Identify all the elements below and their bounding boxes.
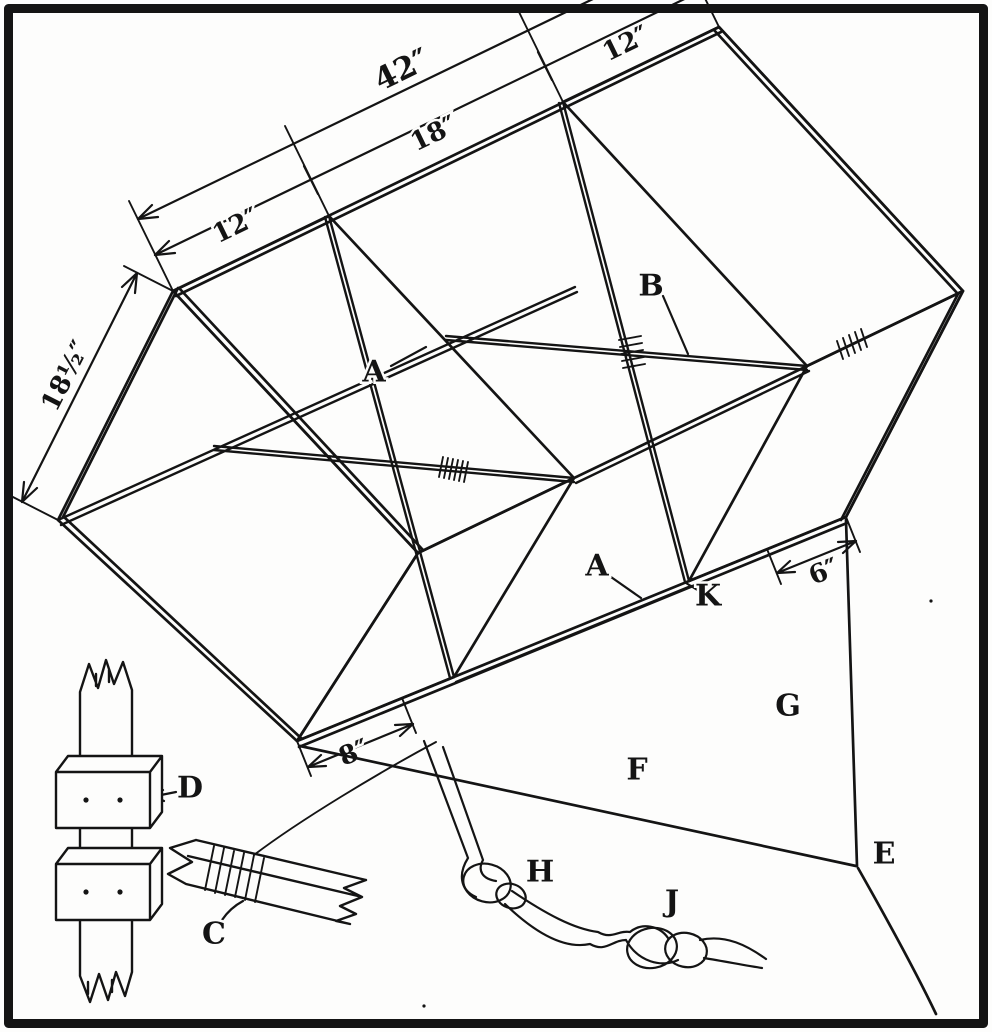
- dimension-lines: [20, 0, 858, 769]
- whipping-free-end-string: [253, 741, 437, 856]
- label-knot: H: [526, 855, 554, 890]
- label-longeron-top: A: [361, 355, 386, 390]
- tack-dot: [83, 797, 89, 803]
- whipping-wraps: [204, 845, 265, 903]
- label-longeron-bottom: A: [584, 549, 609, 584]
- lashing-hatch-marks: [438, 328, 868, 483]
- label-bridle-point: E: [873, 837, 896, 872]
- notched-stick-outline: [166, 838, 368, 926]
- dimension-arrowheads: [20, 50, 858, 769]
- interior-longeron-and-braces: [56, 100, 811, 684]
- detail-knots: [422, 739, 768, 970]
- ink-speck: [422, 1004, 426, 1008]
- knot-loop: [495, 882, 527, 910]
- knot-loop: [462, 862, 512, 904]
- tack-dot: [117, 889, 123, 895]
- figure-border: [4, 4, 988, 1028]
- label-clip-fitting: D: [177, 771, 203, 806]
- box-kite-drawing: [56, 25, 965, 749]
- metal-clips: [54, 754, 164, 922]
- detail-whipped-stick: [166, 741, 437, 926]
- label-bridle-leg-long: F: [626, 753, 647, 788]
- label-corner-joint: K: [695, 579, 722, 614]
- detail-clip-fitting: [54, 658, 164, 1004]
- broken-stick-outline: [78, 658, 134, 1004]
- label-cross-brace: B: [638, 269, 663, 304]
- tack-dot: [117, 797, 123, 803]
- label-bridle-leg-short: G: [775, 689, 801, 724]
- tack-dot: [83, 889, 89, 895]
- part-letter-labels: A A B C D E F G H J K: [174, 266, 897, 954]
- slip-loop: [664, 931, 708, 969]
- label-pointer-lines: [152, 294, 701, 922]
- kite-frame-edges: [56, 25, 965, 749]
- slip-loop: [626, 926, 678, 970]
- ink-speck: [929, 599, 933, 603]
- label-whipped-stick: C: [202, 917, 226, 952]
- label-loop-knot: J: [662, 885, 679, 920]
